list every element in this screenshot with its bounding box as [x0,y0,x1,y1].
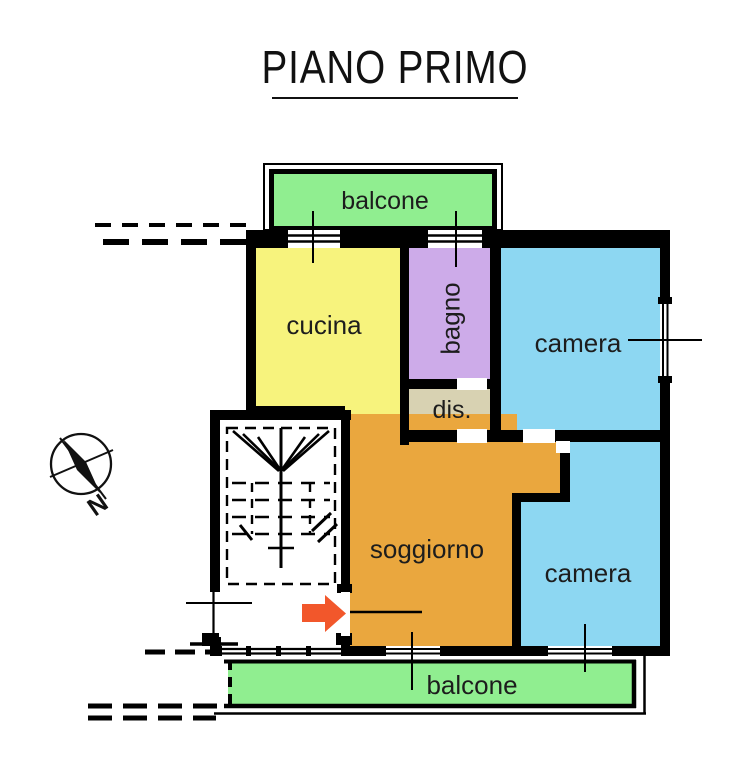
room-soggiorno [345,414,517,650]
room-camera-bottom [566,436,665,650]
door-opening-camera-bottom [556,441,570,453]
door-opening-camera-top [523,429,555,443]
stair-winder-fan [232,430,330,472]
window-camera-bottom [543,624,617,672]
title-underline [272,97,518,99]
compass-rose: N [49,432,114,522]
stair-diagonal-marks [238,511,339,544]
window-symbols [186,211,702,690]
door-opening-entrance [341,592,350,636]
window-cucina [288,211,340,263]
room-label-balcone-top: balcone [341,187,429,215]
door-openings [341,378,570,636]
door-jamb-top [337,584,352,593]
stairs [225,426,339,586]
party-wall-dashed-lines [88,223,246,721]
room-camera-top [496,240,666,436]
room-label-bagno: bagno [435,282,466,355]
room-label-balcone-bottom: balcone [426,670,518,700]
page-title: PIANO PRIMO [261,41,529,93]
room-label-cucina: cucina [286,310,362,340]
stair-treads [232,481,330,536]
room-camera-bottom-left [517,497,572,650]
room-label-soggiorno: soggiorno [369,534,485,564]
room-label-dis: dis. [432,396,472,424]
room-fills [251,240,666,650]
north-needle-icon [63,439,100,493]
door-opening-bagno [457,378,487,390]
balcony-bottom [214,656,646,715]
window-camera-top [628,297,702,383]
room-bagno [404,240,496,385]
balcony-top [263,163,503,231]
room-label-camera-top: camera [534,328,622,358]
window-stairwell-left [186,592,252,646]
room-cucina [251,240,405,415]
room-label-camera-bottom: camera [544,558,632,588]
door-opening-dis [457,429,487,443]
window-bagno [428,211,482,267]
window-soggiorno [381,632,445,690]
entrance-arrow-icon [302,595,346,632]
